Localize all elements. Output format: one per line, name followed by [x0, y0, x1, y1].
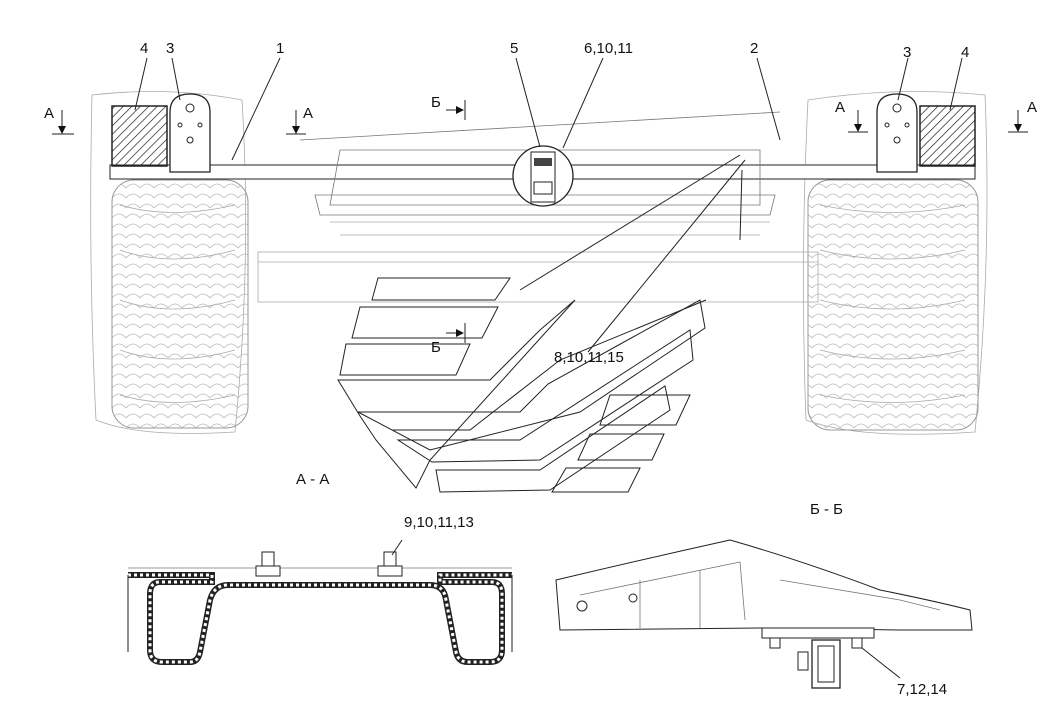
left-bracket-assembly — [111, 93, 211, 173]
callout-7-12-14: 7,12,14 — [897, 681, 947, 698]
section-mark-b-2: Б — [431, 339, 441, 356]
chevron-decal — [337, 277, 707, 493]
section-arrows-a — [52, 110, 1028, 135]
right-bracket-assembly — [876, 93, 976, 173]
profile-section-aa — [127, 539, 513, 665]
callout-1: 1 — [276, 40, 284, 57]
section-mark-a-1: А — [44, 105, 54, 122]
profile-section-bb — [555, 539, 973, 689]
right-wheel — [803, 91, 988, 435]
section-mark-a-3: А — [835, 99, 845, 116]
section-mark-a-4: А — [1027, 99, 1037, 116]
leader-lines — [134, 57, 963, 353]
callout-5: 5 — [510, 40, 518, 57]
callout-6-10-11: 6,10,11 — [584, 40, 633, 57]
section-mark-b-1: Б — [431, 94, 441, 111]
view-title-aa: А - А — [296, 471, 329, 488]
callout-3-right: 3 — [903, 44, 911, 61]
section-mark-a-2: А — [303, 105, 313, 122]
detail-circle — [512, 145, 574, 207]
callout-8-10-11-15: 8,10,11,15 — [554, 349, 624, 366]
left-wheel — [90, 91, 249, 434]
callout-4-left: 4 — [140, 40, 148, 57]
view-title-bb: Б - Б — [810, 501, 843, 518]
callout-4-right: 4 — [961, 44, 969, 61]
callout-2: 2 — [750, 40, 758, 57]
section-arrows-b — [446, 100, 466, 343]
callout-9-10-11-13: 9,10,11,13 — [404, 514, 474, 531]
callout-3-left: 3 — [166, 40, 174, 57]
